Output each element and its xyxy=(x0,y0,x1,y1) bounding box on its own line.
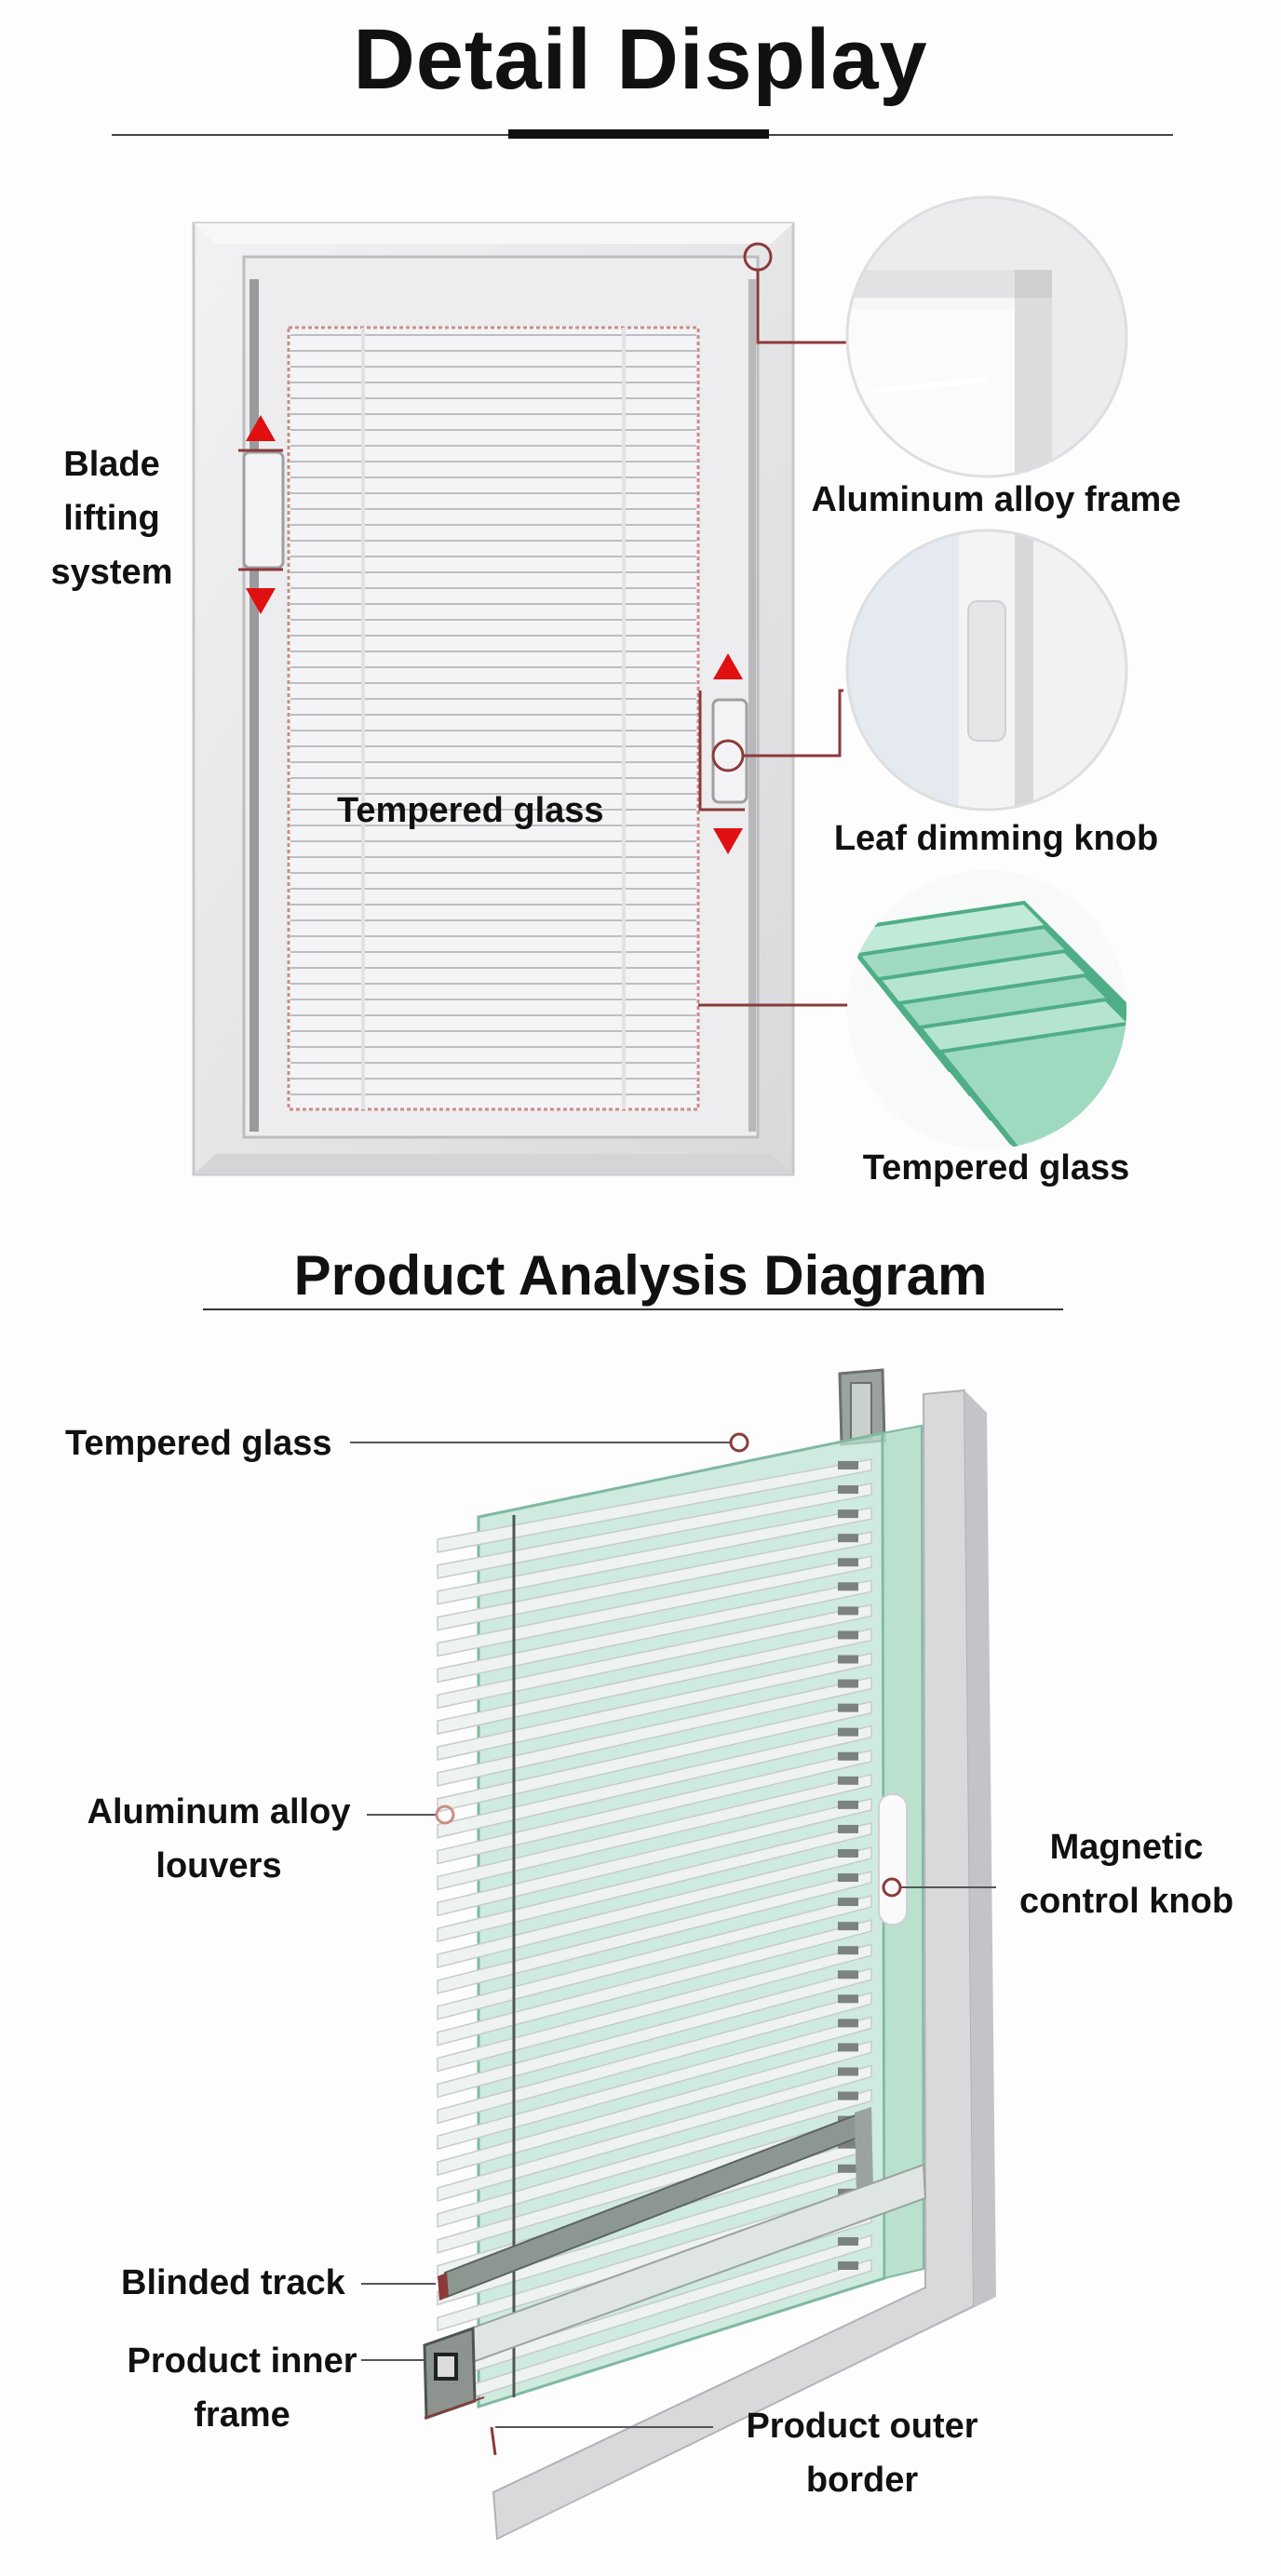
louver-slat xyxy=(437,1628,872,1736)
louver-slat xyxy=(437,1967,872,2099)
detail-display-title: Detail Display xyxy=(353,12,928,107)
louver-cord-slot xyxy=(838,1922,858,1931)
louver-slat xyxy=(437,1700,872,1813)
label-aluminum-alloy-louvers: Aluminum alloy louvers xyxy=(56,1785,382,1893)
label-line: Aluminum alloy xyxy=(87,1792,351,1831)
louver-slat xyxy=(437,1676,872,1787)
blind-slats-area xyxy=(287,326,700,1111)
aluminum-louvers xyxy=(437,1458,872,2410)
louver-slat xyxy=(437,1724,872,1839)
louver-slat xyxy=(437,2040,872,2177)
louver-cord-slot xyxy=(838,1898,858,1907)
label-tempered-glass-right: Tempered glass xyxy=(862,1148,1130,1187)
label-line: Product outer xyxy=(746,2407,978,2446)
louver-slat xyxy=(437,1458,872,1553)
window-illustration xyxy=(192,195,1128,1176)
louver-cord-slot xyxy=(838,2164,858,2173)
louver-slat xyxy=(437,1483,872,1579)
label-leaf-dimming-knob: Leaf dimming knob xyxy=(833,819,1159,858)
louver-slat xyxy=(437,1919,872,2046)
louver-slat xyxy=(437,1797,872,1917)
blind-slats xyxy=(290,334,696,1095)
louver-slat xyxy=(437,1507,872,1605)
analysis-title-underline xyxy=(203,1308,1063,1310)
label-blade-lifting-system: Blade lifting system xyxy=(28,437,196,599)
louver-slat xyxy=(437,1773,872,1891)
louver-cord-slot xyxy=(838,1800,858,1809)
louver-slat xyxy=(437,1871,872,1994)
label-line: Product inner xyxy=(127,2341,357,2381)
lift-down-arrow xyxy=(246,588,276,614)
louver-cord-slot xyxy=(838,1655,858,1664)
louver-cord-slot xyxy=(838,2067,858,2076)
louver-slat xyxy=(437,2088,872,2228)
louver-cord-slot xyxy=(838,2140,858,2149)
louver-cord-slot xyxy=(838,1534,858,1543)
louver-cord-slot xyxy=(838,1994,858,2004)
blade-lifting-handle xyxy=(242,450,285,570)
product-exploded-diagram xyxy=(350,1368,996,2541)
aluminum-frame-closeup xyxy=(847,197,1126,476)
louver-slat xyxy=(437,1895,872,2020)
louver-cord-slot xyxy=(838,1970,858,1979)
louver-slat xyxy=(437,1555,872,1657)
lift-up-arrow xyxy=(246,415,276,441)
label-line: frame xyxy=(194,2395,290,2435)
knob-up-arrow xyxy=(713,653,743,679)
louver-slat xyxy=(437,2016,872,2151)
label-aluminum-alloy-frame: Aluminum alloy frame xyxy=(811,480,1181,519)
louver-slat xyxy=(437,1531,872,1631)
louver-cord-slot xyxy=(838,2043,858,2052)
louver-cord-slot xyxy=(838,2236,858,2246)
label-line: border xyxy=(805,2461,919,2500)
label-line: control knob xyxy=(1018,1882,1234,1921)
louver-cord-slot xyxy=(838,1606,858,1616)
label-blinded-track: Blinded track xyxy=(121,2263,345,2302)
louver-slat xyxy=(437,1579,872,1684)
label-line: louvers xyxy=(155,1846,282,1885)
louver-slat xyxy=(437,1749,872,1865)
louver-cord-slot xyxy=(838,1558,858,1567)
louver-cord-slot xyxy=(838,1848,858,1858)
louver-cord-slot xyxy=(838,1582,858,1591)
louver-slat xyxy=(437,1943,872,2073)
louver-cord-slot xyxy=(838,1509,858,1519)
louver-cord-slot xyxy=(838,1751,858,1761)
louver-slat xyxy=(437,1846,872,1969)
label-product-outer-border: Product outer border xyxy=(722,2399,1002,2507)
magnetic-control-knob xyxy=(878,1793,908,1925)
label-magnetic-control-knob: Magnetic control knob xyxy=(996,1820,1257,1928)
louver-cord-slot xyxy=(838,1630,858,1640)
louver-cord-slot xyxy=(838,1461,858,1469)
louver-cord-slot xyxy=(838,1824,858,1833)
label-line: Magnetic xyxy=(1049,1828,1204,1867)
knob-down-arrow xyxy=(713,828,743,854)
label-product-inner-frame: Product inner frame xyxy=(102,2334,382,2442)
louver-cord-slot xyxy=(838,2261,858,2270)
louver-cord-slot xyxy=(838,1679,858,1688)
louver-slat xyxy=(437,1652,872,1761)
louver-cord-slot xyxy=(838,2091,858,2100)
louver-cord-slot xyxy=(838,2019,858,2028)
label-line: lifting xyxy=(63,499,160,538)
leaf-knob-closeup xyxy=(847,530,1126,810)
louver-slat xyxy=(437,1821,872,1943)
label-line: Blade xyxy=(63,445,160,484)
louver-cord-slot xyxy=(838,1727,858,1737)
louver-cord-slot xyxy=(838,1485,858,1495)
louver-cord-slot xyxy=(838,1946,858,1955)
label-tempered-glass-center: Tempered glass xyxy=(337,791,604,830)
louver-cord-slot xyxy=(838,1776,858,1785)
louver-cord-slot xyxy=(838,1873,858,1883)
title-divider-accent xyxy=(508,129,769,139)
louver-slat xyxy=(437,1603,872,1710)
louver-cord-slot xyxy=(838,1703,858,1712)
louver-slat xyxy=(437,2064,872,2202)
label-tempered-glass: Tempered glass xyxy=(65,1424,332,1463)
product-analysis-title: Product Analysis Diagram xyxy=(293,1244,988,1307)
louver-slat xyxy=(437,1992,872,2125)
label-line: system xyxy=(50,553,173,592)
